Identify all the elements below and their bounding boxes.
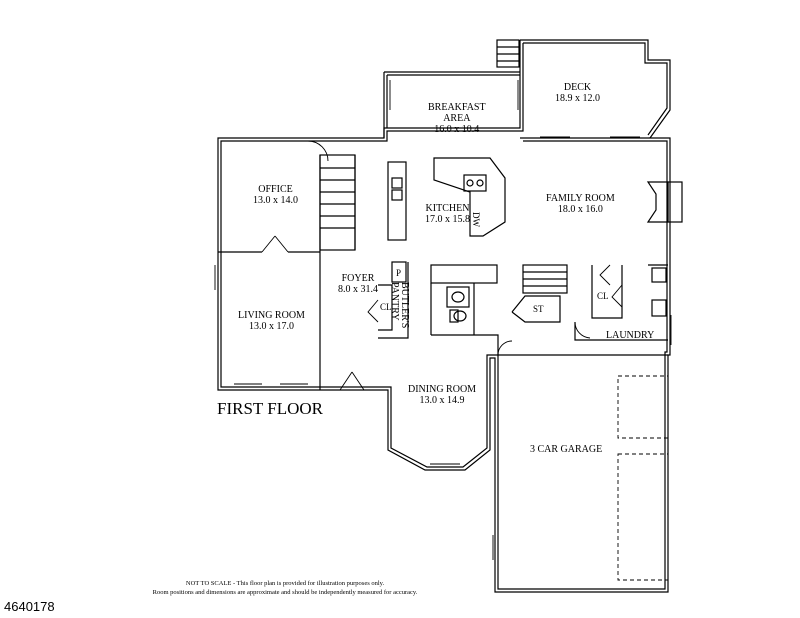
label-dishwasher: DW	[471, 212, 481, 227]
listing-id: 4640178	[4, 599, 55, 614]
plan-title: FIRST FLOOR	[217, 399, 323, 418]
windows	[214, 80, 672, 560]
room-label-garage: 3 CAR GARAGE	[530, 444, 603, 455]
room-label-laundry: LAUNDRY	[606, 330, 655, 341]
label-pantry: P	[396, 268, 402, 278]
interior-walls	[218, 154, 683, 390]
label-foyer-closet: CL	[380, 302, 392, 312]
garage-doors	[617, 375, 669, 581]
label-laundry-closet: CL	[597, 291, 609, 301]
label-storage: ST	[533, 304, 544, 314]
disclaimer-text: NOT TO SCALE - This floor plan is provid…	[152, 580, 418, 596]
door-swings	[261, 140, 623, 391]
deck-stairs	[496, 39, 520, 68]
